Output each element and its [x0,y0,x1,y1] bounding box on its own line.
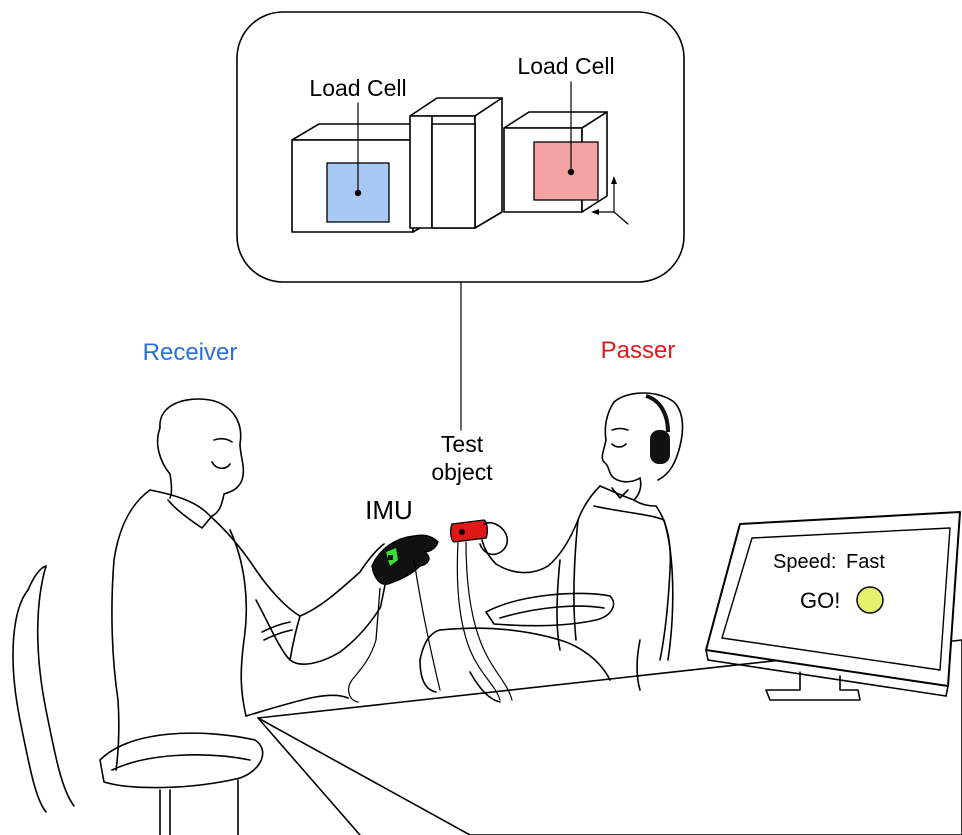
monitor: Speed: Fast GO! [705,511,961,701]
headphones-icon [645,394,670,464]
load-cell-callout: Load Cell Load Cell [236,11,685,431]
load-cell-left-point [354,189,362,197]
axes-icon [591,176,629,225]
test-object-point [459,529,465,535]
load-cell-left-label: Load Cell [309,75,406,101]
passer-label: Passer [601,337,676,364]
receiver-label: Receiver [143,339,238,366]
load-cell-right-pad [533,141,599,201]
load-cell-right-point [567,168,575,176]
table [257,639,962,835]
receiver-person [111,398,387,771]
monitor-speed-value: Fast [846,551,885,573]
monitor-go-text: GO! [800,588,840,613]
test-object [413,519,513,701]
monitor-speed-label: Speed: [773,551,836,573]
passer-person [419,392,684,703]
test-object-label-line1: Test [441,431,484,457]
go-light-icon [856,586,884,614]
receiver-chair [12,565,264,835]
middle-cube [409,97,503,229]
passer-chair [485,505,674,691]
load-cell-right-label: Load Cell [517,53,614,79]
imu-label: IMU [365,495,413,525]
right-block [503,81,608,213]
glove-imu-icon [348,534,439,703]
test-object-label-line2: object [431,459,493,485]
